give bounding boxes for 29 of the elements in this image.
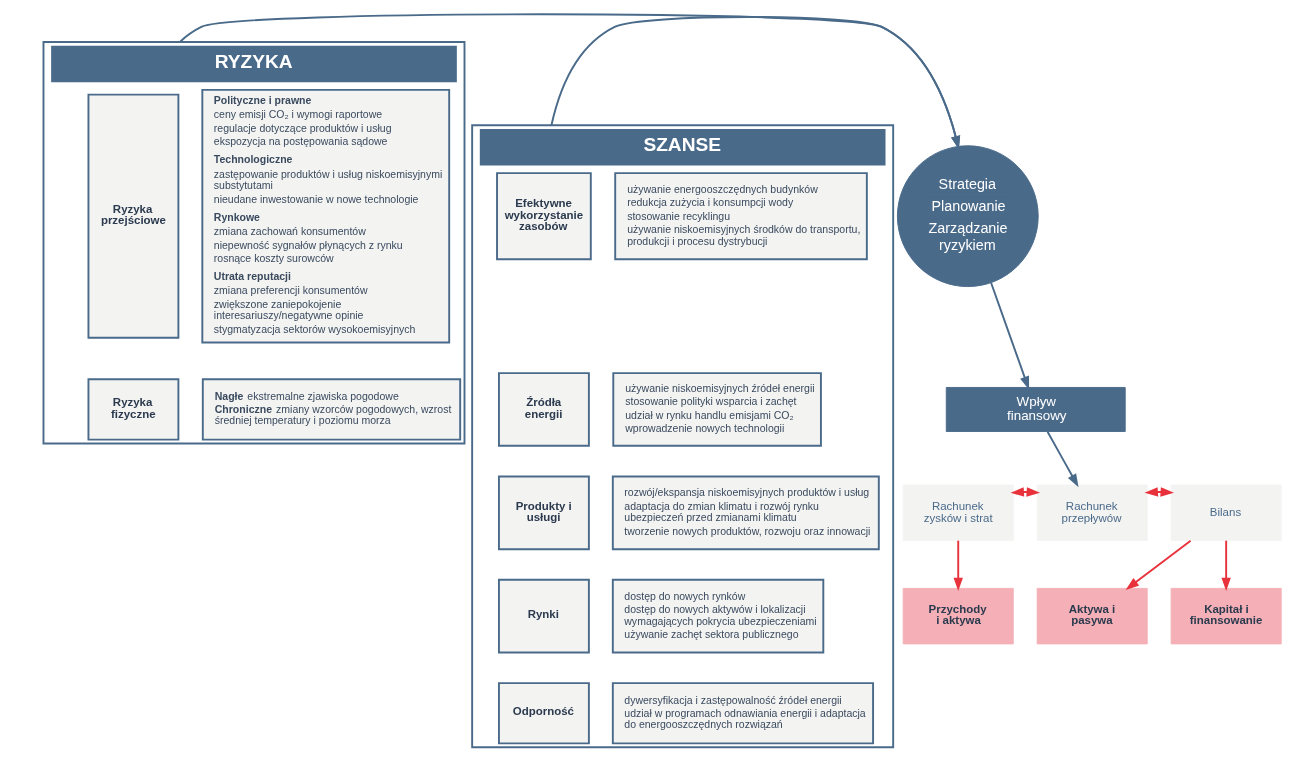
node-box: Ryzyka fizyczne	[87, 378, 179, 441]
arrow	[1010, 487, 1040, 497]
node-box: Bilans	[1170, 484, 1282, 542]
arrow	[1144, 487, 1174, 497]
node-box: Aktywa i pasywa	[1036, 587, 1148, 645]
node-box: używanie energooszczędnych budynków redukcja zużycia i konsumpcji wody stosowanie recyklingu używanie niskoemisyjnych środków do transportu, produkcji i procesu dystrybucji	[613, 172, 868, 261]
node-box: Rynki	[497, 578, 590, 654]
arrow	[1046, 430, 1079, 488]
node-box: Przychody i aktywa	[902, 587, 1014, 645]
node-box: Ryzyka przejściowe	[87, 93, 179, 339]
node-box: Efektywne wykorzystanie zasobów	[495, 172, 592, 261]
node-box: Rachunek zysków i strat	[902, 484, 1014, 542]
node-box: dostęp do nowych rynków dostęp do nowych aktywów i lokalizacji wymagających pokrycia ubezpieczeniami używanie zachęt sektora publicznego	[611, 578, 824, 654]
node-box: dywersyfikacja i zastępowalność źródeł energii udział w programach odnawiania energii i adaptacja do energooszczędnych rozwiązań	[611, 682, 874, 745]
arrow	[1125, 539, 1192, 590]
node-box: używanie niskoemisyjnych źródeł energii stosowanie polityki wsparcia i zachęt udział w rynku handlu emisjami CO₂ wprowadzenie nowych technologii	[611, 372, 822, 447]
node-box: Polityczne i prawne ceny emisji CO₂ i wymogi raportowe regulacje dotyczące produktów i usług ekspozycja na postępowania sądowe Technologiczne zastępowanie produktów i usług niskoemisyjnymi substytutami nieudane inwestowanie w nowe technologie Rynkowe zmiana zachowań konsumentów niepewność sygnałów płynących z rynku rosnące koszty surowców Utrata reputacji zmiana preferencji konsumentów zwiększone zaniepokojenie interesariuszy/negatywne opinie stygmatyzacja sektorów wysokoemisyjnych	[200, 88, 450, 344]
node-circle: Strategia Planowanie Zarządzanie ryzykiem	[896, 145, 1039, 288]
node-box: Źródła energii	[497, 372, 590, 447]
node-box: Nagłe ekstremalne zjawiska pogodowe Chroniczne zmiany wzorców pogodowych, wzrost średniej temperatury i poziomu morza	[201, 378, 461, 441]
arrow	[1220, 539, 1231, 592]
node-box: Kapitał i finansowanie	[1170, 587, 1282, 645]
arrow	[989, 281, 1029, 390]
node-box: Wpływ finansowy	[945, 386, 1126, 432]
node-box: rozwój/ekspansja niskoemisyjnych produktów i usług adaptacja do zmian klimatu i rozwój rynku ubezpieczeń przed zmianami klimatu tworzenie nowych produktów, rozwoju oraz innowacji	[611, 475, 880, 551]
node-box: Rachunek przepływów	[1036, 484, 1148, 542]
arrow	[953, 539, 963, 592]
node-box: Produkty i usługi	[497, 475, 590, 551]
node-box: Odporność	[497, 682, 590, 745]
